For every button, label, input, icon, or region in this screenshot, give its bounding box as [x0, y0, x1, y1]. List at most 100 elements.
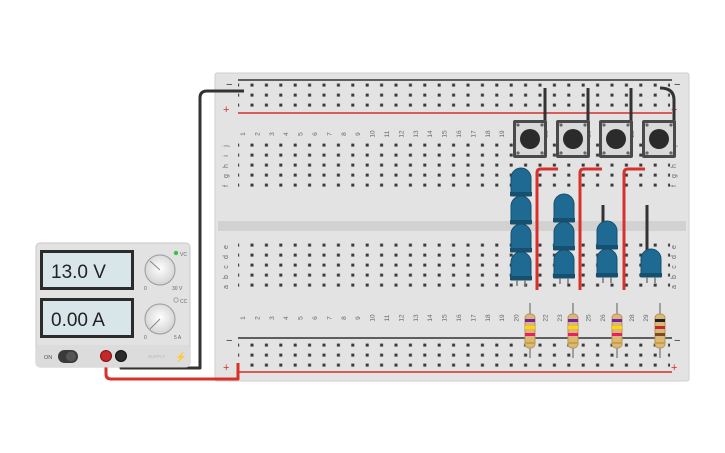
- led-body: [510, 167, 532, 197]
- column-number-6: 6: [312, 132, 319, 136]
- top-rail-holes[interactable]: [238, 83, 670, 110]
- push-button-cap: [563, 129, 583, 149]
- brand-label: SUPPLY: [148, 354, 165, 359]
- push-button-1[interactable]: [513, 120, 547, 158]
- bottom-rail-minus-label-right: −: [674, 335, 680, 347]
- column-number-18: 18: [485, 314, 492, 322]
- led-rim: [596, 273, 618, 277]
- current-display-screen: [43, 301, 131, 335]
- led-1-4[interactable]: [510, 251, 532, 286]
- resistor-band: [655, 319, 665, 322]
- led-3-2[interactable]: [596, 248, 618, 283]
- push-button-screw: [559, 123, 563, 127]
- led-2-1[interactable]: [553, 193, 575, 223]
- bottom-rail-plus-label-right: +: [671, 362, 677, 374]
- resistor-body: [654, 313, 666, 349]
- led-3-1[interactable]: [596, 220, 618, 250]
- column-number-5: 5: [298, 132, 305, 136]
- resistor-band: [525, 333, 535, 336]
- resistor-body: [611, 313, 623, 349]
- top-rail-plus-label: +: [223, 104, 229, 116]
- column-number-12: 12: [398, 130, 405, 138]
- led-2-3[interactable]: [553, 249, 575, 284]
- row-letter-b: b: [671, 275, 678, 279]
- led-1-3[interactable]: [510, 223, 532, 253]
- column-number-17: 17: [470, 130, 477, 138]
- led-4-1[interactable]: [640, 248, 662, 283]
- wire-red-button-1[interactable]: [535, 167, 558, 290]
- led-rim: [510, 248, 532, 252]
- column-number-8: 8: [341, 132, 348, 136]
- column-number-3: 3: [269, 316, 276, 320]
- led-body: [510, 223, 532, 253]
- terminal-strip-top-holes[interactable]: [238, 139, 670, 189]
- resistor-4[interactable]: [654, 303, 666, 358]
- cc-indicator-led: [173, 297, 179, 303]
- column-number-7: 7: [326, 316, 333, 320]
- bottom-power-rail: − + − +: [223, 335, 680, 374]
- resistor-3[interactable]: [611, 303, 623, 358]
- wire-black-button-4[interactable]: [659, 86, 676, 122]
- led-body: [510, 195, 532, 225]
- voltage-knob-max-label: 30 V: [172, 286, 183, 292]
- led-body: [510, 251, 532, 281]
- current-display: 0.00 A: [51, 310, 105, 331]
- wire-red-button-3[interactable]: [622, 167, 645, 290]
- power-supply: 13.0 V 0.00 A VC 0 30 V CC 0 5 A ON SUPP…: [35, 242, 191, 368]
- led-rim: [553, 218, 575, 222]
- negative-terminal[interactable]: [115, 350, 127, 362]
- push-button-screw: [669, 151, 673, 155]
- column-number-20: 20: [514, 314, 521, 322]
- led-rim: [553, 274, 575, 278]
- bottom-rail-plus-label: +: [223, 362, 229, 374]
- resistor-2[interactable]: [567, 303, 579, 358]
- led-rim: [510, 192, 532, 196]
- push-button-4[interactable]: [642, 120, 676, 158]
- push-button-2[interactable]: [556, 120, 590, 158]
- column-number-14: 14: [427, 130, 434, 138]
- push-button-screw: [602, 123, 606, 127]
- push-button-screw: [583, 123, 587, 127]
- push-button-screw: [540, 123, 544, 127]
- center-channel: [218, 221, 686, 231]
- led-2-2[interactable]: [553, 221, 575, 251]
- resistors: [524, 303, 666, 358]
- positive-terminal[interactable]: [100, 350, 112, 362]
- wire-red-psu-to-bottom-rail[interactable]: [104, 356, 240, 381]
- column-number-13: 13: [413, 130, 420, 138]
- wire-black-psu-to-top-rail[interactable]: [119, 89, 244, 370]
- row-letter-d: d: [671, 255, 678, 259]
- push-buttons: [513, 120, 676, 158]
- column-number-7: 7: [326, 132, 333, 136]
- row-letters: jjiihhggffeeddccbbaa: [223, 145, 678, 289]
- top-rail-minus-label: −: [226, 79, 232, 91]
- led-1-1[interactable]: [510, 167, 532, 197]
- push-button-screw: [559, 151, 563, 155]
- column-number-29: 29: [643, 314, 650, 322]
- column-number-16: 16: [456, 314, 463, 322]
- push-button-screw: [645, 151, 649, 155]
- push-button-screw: [645, 123, 649, 127]
- push-button-3[interactable]: [599, 120, 633, 158]
- column-number-19: 19: [499, 130, 506, 138]
- led-1-2[interactable]: [510, 195, 532, 225]
- resistor-1[interactable]: [524, 303, 536, 358]
- row-letter-c: c: [223, 265, 230, 269]
- led-rim: [553, 246, 575, 250]
- column-number-11: 11: [384, 130, 391, 137]
- row-letter-i: i: [223, 155, 230, 157]
- column-number-15: 15: [442, 130, 449, 138]
- resistor-band: [568, 319, 578, 322]
- current-knob-max-label: 5 A: [174, 335, 182, 341]
- push-button-screw: [626, 151, 630, 155]
- column-number-2: 2: [254, 132, 261, 136]
- column-number-13: 13: [413, 314, 420, 322]
- on-label: ON: [44, 355, 52, 361]
- row-letter-j: j: [223, 145, 230, 148]
- wire-red-button-2[interactable]: [578, 167, 602, 290]
- bottom-rail-holes[interactable]: [238, 341, 670, 368]
- column-number-28: 28: [629, 314, 636, 322]
- resistor-band: [525, 342, 535, 344]
- cv-label: VC: [180, 252, 187, 258]
- column-number-17: 17: [470, 314, 477, 322]
